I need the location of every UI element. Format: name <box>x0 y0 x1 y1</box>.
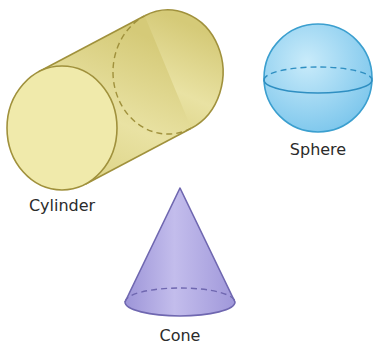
cone-figure <box>125 188 235 316</box>
cylinder-hidden-edge <box>113 16 191 134</box>
sphere-outline <box>264 24 372 132</box>
cylinder-edge <box>39 16 145 72</box>
sphere-equator <box>264 80 372 93</box>
cylinder-face <box>7 66 117 190</box>
cone-hidden-base <box>125 288 235 302</box>
sphere-hidden-equator <box>264 67 372 80</box>
shape-name: Sphere <box>290 140 346 159</box>
cone-outline <box>125 188 235 316</box>
shape-name: Cylinder <box>29 196 95 215</box>
cylinder-back-edge <box>145 10 223 128</box>
shape-name: Cone <box>160 326 201 345</box>
sphere-figure <box>264 24 372 132</box>
cylinder-figure <box>7 10 223 190</box>
